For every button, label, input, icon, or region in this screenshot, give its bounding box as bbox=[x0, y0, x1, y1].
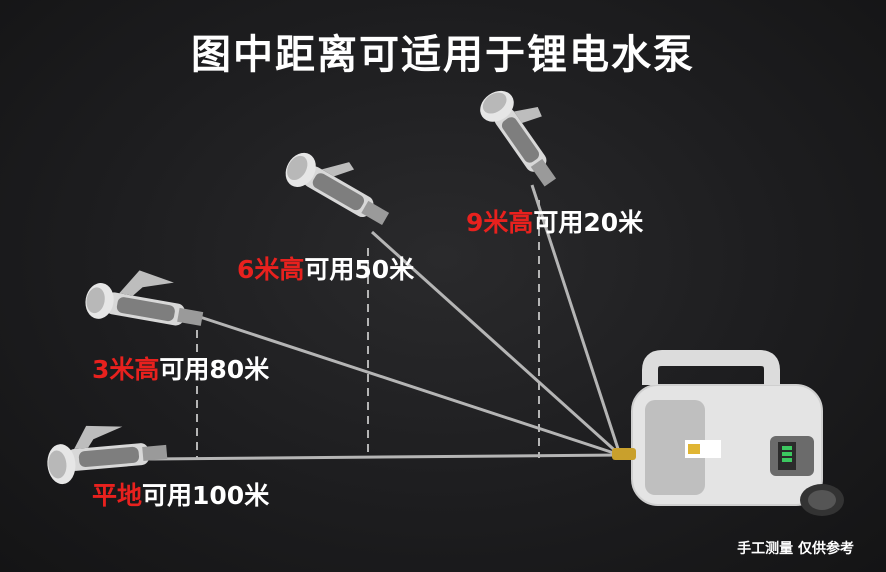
spray-gun-icon bbox=[47, 425, 168, 485]
spray-gun-icon bbox=[480, 90, 557, 187]
label-9m-rest: 可用20米 bbox=[533, 208, 644, 237]
label-ground-rest: 可用100米 bbox=[142, 481, 270, 510]
label-3m-rest: 可用80米 bbox=[159, 355, 270, 384]
disclaimer-note: 手工测量 仅供参考 bbox=[737, 541, 854, 557]
hose-lines bbox=[149, 184, 622, 461]
label-9m: 9米高可用20米 bbox=[466, 203, 643, 239]
label-6m-highlight: 6米高 bbox=[237, 255, 305, 284]
height-guides bbox=[196, 200, 540, 458]
label-6m: 6米高可用50米 bbox=[237, 250, 414, 286]
label-3m-highlight: 3米高 bbox=[92, 355, 160, 384]
label-ground-highlight: 平地 bbox=[92, 481, 143, 510]
page-title: 图中距离可适用于锂电水泵 bbox=[191, 32, 695, 78]
water-pump-icon bbox=[612, 350, 844, 516]
label-3m: 3米高可用80米 bbox=[92, 350, 269, 386]
label-ground: 平地可用100米 bbox=[92, 476, 269, 512]
label-6m-rest: 可用50米 bbox=[304, 255, 415, 284]
spray-gun-icon bbox=[85, 270, 204, 326]
spray-gun-icon bbox=[285, 152, 390, 225]
label-9m-highlight: 9米高 bbox=[466, 208, 534, 237]
